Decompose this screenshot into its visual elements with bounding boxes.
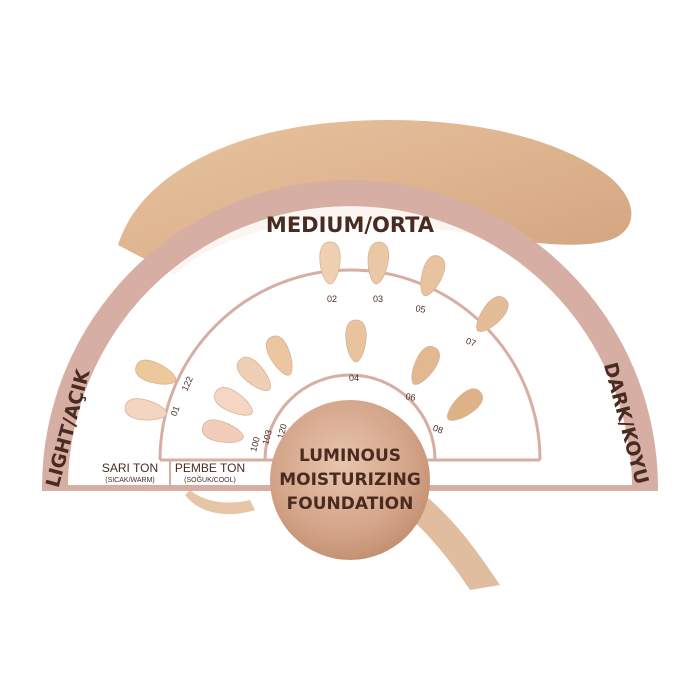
tone-warm-title: SARI TON bbox=[102, 461, 158, 475]
foundation-swash-tail bbox=[185, 490, 255, 515]
shade-swatch-04: 04 bbox=[345, 319, 367, 383]
shade-swatch-02: 02 bbox=[319, 241, 341, 304]
shade-swatch-shape bbox=[476, 296, 509, 332]
shade-swatch-shape bbox=[420, 255, 446, 297]
shade-swatch-100: 100 bbox=[201, 419, 262, 453]
product-name-line3: FOUNDATION bbox=[287, 494, 414, 514]
product-circle bbox=[270, 400, 430, 560]
tone-cool-sub: (SOĞUK/COOL) bbox=[184, 475, 236, 484]
shade-swatch-06: 06 bbox=[405, 346, 440, 403]
shade-code-label: 05 bbox=[415, 303, 427, 315]
shade-swatch-shape bbox=[135, 359, 177, 385]
tone-cool-title: PEMBE TON bbox=[175, 461, 245, 475]
shade-swatch-shape bbox=[124, 398, 168, 421]
shade-swatch-shape bbox=[236, 356, 271, 391]
shade-code-label: 100 bbox=[248, 436, 262, 453]
shade-swatch-shape bbox=[367, 241, 390, 285]
shade-code-label: 06 bbox=[405, 391, 417, 403]
inner-arc-ring bbox=[158, 268, 542, 461]
product-name-line2: MOISTURIZING bbox=[279, 470, 421, 490]
shade-swatch-05: 05 bbox=[415, 255, 446, 315]
shade-code-label: 03 bbox=[373, 294, 383, 304]
shade-swatch-shape bbox=[319, 241, 341, 285]
range-label-medium: MEDIUM/ORTA bbox=[266, 213, 435, 237]
shade-swatch-01: 01 bbox=[124, 398, 182, 421]
shade-swatch-shape bbox=[265, 335, 293, 376]
innermost-arc bbox=[263, 373, 437, 461]
shade-swatch-shape bbox=[214, 387, 253, 416]
shade-swatch-07: 07 bbox=[465, 296, 509, 349]
shade-code-label: 04 bbox=[349, 373, 359, 383]
shade-swatch-122: 122 bbox=[135, 359, 195, 393]
shade-code-label: 02 bbox=[327, 294, 337, 304]
shade-swatch-08: 08 bbox=[432, 388, 483, 436]
shade-code-label: 08 bbox=[432, 423, 445, 436]
shade-swatch-shape bbox=[447, 388, 483, 421]
shade-code-label: 01 bbox=[169, 405, 182, 418]
shade-code-label: 07 bbox=[465, 336, 478, 349]
shade-swatch-03: 03 bbox=[367, 241, 390, 304]
tone-warm-sub: (SICAK/WARM) bbox=[105, 477, 155, 484]
shade-swatch-103: 103 bbox=[214, 387, 274, 446]
shade-swatch-shape bbox=[201, 419, 244, 443]
shade-swatch-shape bbox=[345, 319, 367, 363]
shade-swatch-120: 120 bbox=[236, 356, 289, 440]
product-name-line1: LUMINOUS bbox=[299, 446, 401, 466]
shade-code-label: 103 bbox=[260, 429, 274, 446]
shade-swatch-shape bbox=[411, 346, 440, 385]
